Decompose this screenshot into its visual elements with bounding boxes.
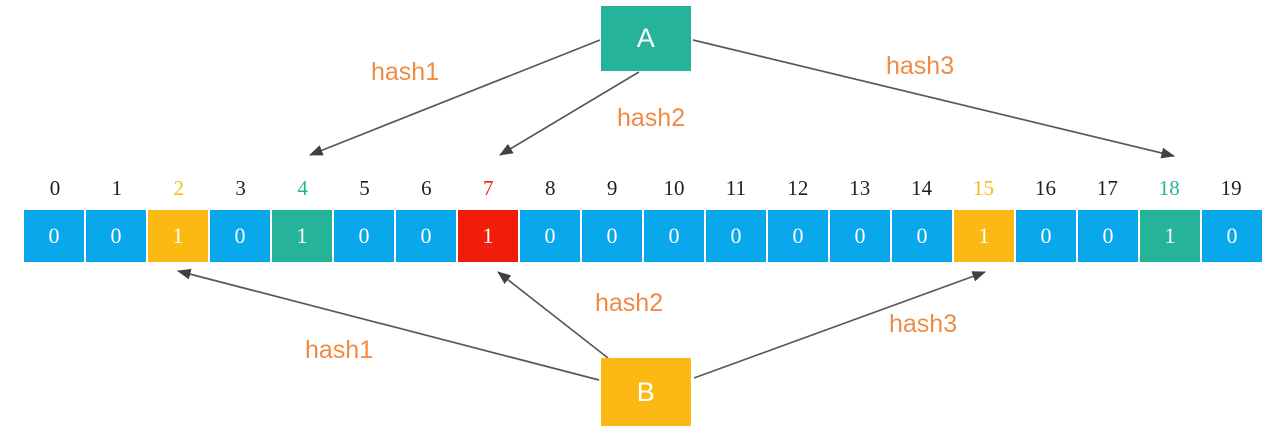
hash-label-a-hash1: hash1 <box>371 58 440 86</box>
edge-b-hash1 <box>177 268 600 381</box>
bit-cell[interactable]: 0 <box>1078 210 1138 262</box>
element-node-a[interactable]: A <box>601 6 691 71</box>
bit-index-label: 13 <box>849 176 871 200</box>
bit-cell[interactable]: 1 <box>272 210 332 262</box>
bit-index-label: 5 <box>359 176 370 200</box>
bit-index-label: 8 <box>544 176 556 200</box>
bit-index-label: 6 <box>421 176 432 200</box>
bit-cell[interactable]: 1 <box>1140 210 1200 262</box>
hash-label-b-hash1: hash1 <box>305 336 374 364</box>
bit-index-label: 7 <box>483 176 494 200</box>
element-node-b[interactable]: B <box>601 358 691 426</box>
bit-index-label: 2 <box>173 176 185 200</box>
element-node-a-label: A <box>636 23 656 53</box>
bit-index-label: 16 <box>1034 176 1056 200</box>
bit-cell[interactable]: 0 <box>396 210 456 262</box>
bit-cell[interactable]: 0 <box>86 210 146 262</box>
bit-cell[interactable]: 0 <box>768 210 828 262</box>
hash-label-a-hash3: hash3 <box>886 52 955 80</box>
bit-cell[interactable]: 0 <box>706 210 766 262</box>
bit-index-label: 4 <box>297 176 308 200</box>
bit-cell[interactable]: 0 <box>334 210 394 262</box>
bit-index-label: 15 <box>973 176 995 200</box>
edge-a-hash1 <box>309 39 601 156</box>
bit-cell[interactable]: 1 <box>148 210 208 262</box>
hash-label-b-hash3: hash3 <box>889 310 958 338</box>
bit-index-label: 0 <box>49 176 61 200</box>
bit-cell[interactable]: 0 <box>24 210 84 262</box>
bit-cell[interactable]: 1 <box>954 210 1014 262</box>
edge-b-hash2 <box>497 271 609 359</box>
bit-cell[interactable]: 0 <box>644 210 704 262</box>
hash-label-a-hash2: hash2 <box>617 104 686 132</box>
bit-index-label: 19 <box>1220 176 1242 200</box>
bit-index-label: 10 <box>663 176 685 200</box>
bit-index-label: 17 <box>1096 176 1118 200</box>
bit-index-label: 18 <box>1158 176 1180 200</box>
bit-cell[interactable]: 0 <box>520 210 580 262</box>
bit-index-label: 1 <box>111 176 123 200</box>
hash-label-b-hash2: hash2 <box>595 289 664 317</box>
bit-index-label: 14 <box>911 176 933 200</box>
bit-cell[interactable]: 0 <box>582 210 642 262</box>
element-node-b-label: B <box>636 376 656 407</box>
bit-index-label: 12 <box>787 176 809 200</box>
bit-cell[interactable]: 0 <box>1202 210 1262 262</box>
bit-index-label: 9 <box>606 176 618 200</box>
bit-cell[interactable]: 1 <box>458 210 518 262</box>
bit-index-label: 11 <box>725 176 747 200</box>
bit-cell[interactable]: 0 <box>892 210 952 262</box>
bit-cell[interactable]: 0 <box>830 210 890 262</box>
bit-index-label: 3 <box>235 176 246 200</box>
bit-cell[interactable]: 0 <box>210 210 270 262</box>
bit-cell[interactable]: 0 <box>1016 210 1076 262</box>
